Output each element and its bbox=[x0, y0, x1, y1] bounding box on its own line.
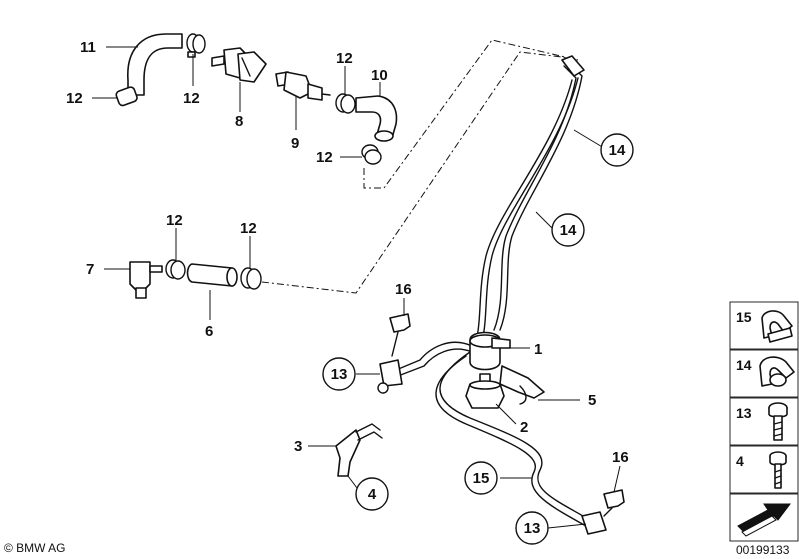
label-6: 6 bbox=[205, 323, 213, 340]
leader-lines bbox=[92, 46, 621, 529]
copyright-text: © BMW AG bbox=[4, 541, 66, 555]
clip-16b bbox=[603, 489, 625, 517]
hose-6 bbox=[186, 263, 238, 287]
label-13-b: 13 bbox=[524, 520, 541, 537]
legend-label-14: 14 bbox=[736, 357, 752, 373]
label-16-a: 16 bbox=[395, 281, 412, 298]
hose-elbow-10 bbox=[355, 95, 398, 142]
bracket-5 bbox=[499, 365, 545, 405]
label-1: 1 bbox=[534, 341, 542, 358]
label-16-b: 16 bbox=[612, 449, 629, 466]
callout-circle-14-b bbox=[551, 213, 585, 247]
label-7: 7 bbox=[86, 261, 94, 278]
hose-clamp-12d bbox=[165, 259, 186, 280]
hose-clamp-12b bbox=[335, 93, 356, 114]
legend-label-13: 13 bbox=[736, 405, 752, 421]
valve-9 bbox=[275, 71, 331, 101]
legend-box-4 bbox=[729, 445, 799, 494]
hose-elbow-11 bbox=[115, 33, 183, 107]
pipe-network bbox=[377, 55, 607, 535]
label-9: 9 bbox=[291, 135, 299, 152]
circled-labels: 13 4 15 13 14 14 bbox=[322, 133, 634, 545]
hose-clamp-12a bbox=[186, 33, 206, 58]
callout-circle-15 bbox=[464, 461, 498, 495]
label-8: 8 bbox=[235, 113, 243, 130]
label-14-b: 14 bbox=[560, 222, 577, 239]
label-12-c: 12 bbox=[336, 50, 353, 67]
callout-circle-13-a bbox=[322, 357, 356, 391]
hose-clamp-12e bbox=[240, 267, 262, 290]
label-2: 2 bbox=[520, 419, 528, 436]
callout-circle-13-b bbox=[515, 511, 549, 545]
label-14-a: 14 bbox=[609, 142, 626, 159]
diagram-id: 00199133 bbox=[736, 543, 790, 557]
valve-8 bbox=[211, 47, 267, 83]
label-11: 11 bbox=[80, 39, 96, 56]
reservoir-1 bbox=[469, 331, 511, 371]
label-12-b: 12 bbox=[183, 90, 200, 107]
connector-7 bbox=[129, 261, 163, 299]
label-15: 15 bbox=[473, 470, 490, 487]
callout-circle-14-a bbox=[600, 133, 634, 167]
label-5: 5 bbox=[588, 392, 596, 409]
damper-2 bbox=[465, 373, 505, 409]
arrow-icon bbox=[737, 503, 791, 537]
bolt-4-icon bbox=[769, 451, 787, 489]
clip-15-icon bbox=[761, 310, 793, 343]
label-13-a: 13 bbox=[331, 366, 348, 383]
clip-16a bbox=[389, 313, 411, 357]
callout-circle-4 bbox=[355, 477, 389, 511]
label-12-f: 12 bbox=[240, 220, 257, 237]
bracket-3 bbox=[335, 423, 383, 477]
label-10: 10 bbox=[371, 67, 388, 84]
label-12-a: 12 bbox=[66, 90, 83, 107]
callout-labels: 11 12 12 8 9 12 10 12 7 12 12 6 16 1 5 2… bbox=[66, 39, 629, 466]
label-12-d: 12 bbox=[316, 149, 333, 166]
legend-label-4: 4 bbox=[736, 453, 744, 469]
clip-14-icon bbox=[759, 356, 795, 387]
legend-panel: 15 14 13 4 bbox=[729, 301, 799, 542]
label-4: 4 bbox=[368, 486, 377, 503]
label-3: 3 bbox=[294, 438, 302, 455]
label-12-e: 12 bbox=[166, 212, 183, 229]
legend-label-15: 15 bbox=[736, 309, 752, 325]
hose-clamp-12c bbox=[361, 144, 382, 165]
assembly-guide-lines bbox=[261, 39, 579, 294]
bolt-13-icon bbox=[768, 402, 788, 441]
